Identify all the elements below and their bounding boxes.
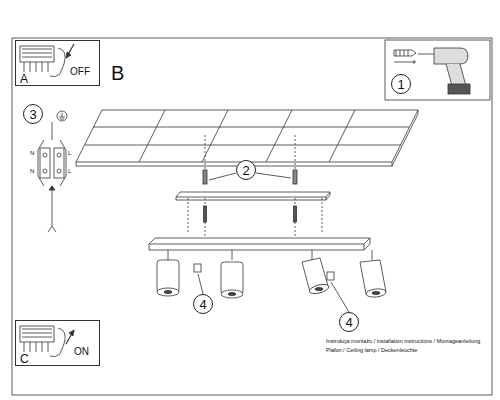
- callout-circle: 3: [23, 104, 43, 124]
- leader-line: [198, 274, 349, 312]
- step-label: OFF: [70, 67, 90, 77]
- callout-number: 4: [199, 298, 206, 311]
- tools-panel: [385, 40, 490, 100]
- lamp-body: [149, 238, 370, 250]
- wire-label: N: [30, 150, 34, 156]
- ceiling: [76, 110, 418, 166]
- step-panel: C ON: [15, 320, 100, 366]
- frame: [12, 38, 492, 395]
- wiring-diagram: [38, 111, 67, 232]
- mounting-bar: [176, 192, 330, 200]
- callout-number: 3: [29, 108, 36, 121]
- screws: [188, 135, 322, 238]
- step-letter: B: [111, 63, 124, 83]
- caption-text: Instrukcja montażu / installation instru…: [326, 339, 480, 345]
- wire-label: L: [68, 150, 71, 156]
- callout-circle: 1: [391, 74, 411, 94]
- wire-label: L: [68, 168, 71, 174]
- callout-circle: 2: [236, 160, 256, 180]
- switch-off-icon: [20, 44, 74, 77]
- callout-number: 4: [345, 316, 352, 329]
- callout-circle: 4: [193, 294, 213, 314]
- step-label: ON: [74, 347, 89, 357]
- step-letter: C: [20, 353, 29, 365]
- callout-number: 2: [242, 164, 249, 177]
- callout-number: 1: [397, 78, 404, 91]
- caption-text: Plafon / Ceiling lamp / Deckenleuchte: [326, 348, 417, 354]
- step-letter: A: [20, 73, 28, 85]
- spotlights: [157, 250, 386, 298]
- step-panel: A OFF: [15, 40, 100, 86]
- wire-label: N: [30, 168, 34, 174]
- callout-circle: 4: [339, 312, 359, 332]
